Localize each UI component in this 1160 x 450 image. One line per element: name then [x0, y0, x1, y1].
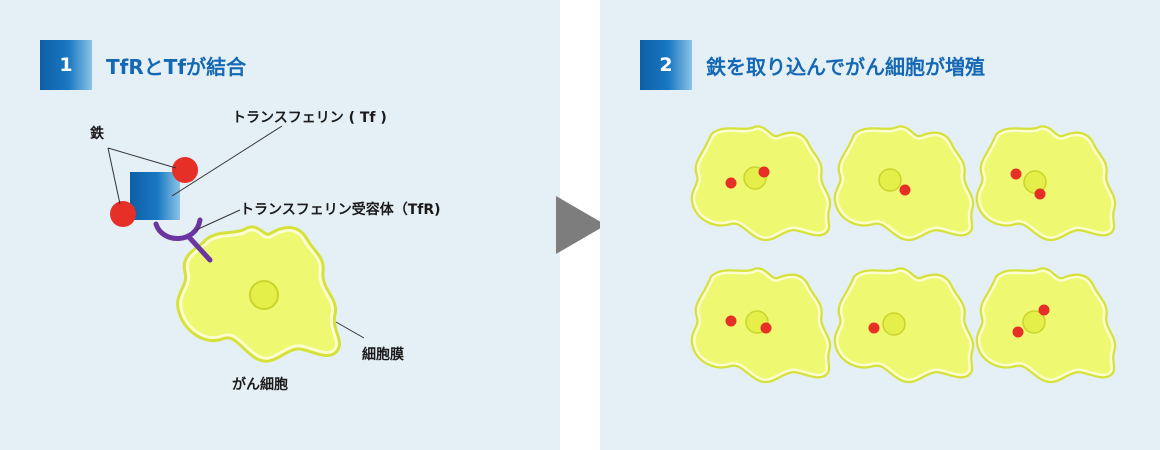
step-2-title: 鉄を取り込んでがん細胞が増殖 — [706, 54, 985, 79]
proliferation-diagram — [600, 0, 1160, 450]
proliferated-cell — [694, 129, 828, 238]
transferrin-block — [130, 172, 180, 220]
iron-label: 鉄 — [90, 125, 105, 142]
iron-dot — [1034, 188, 1046, 200]
proliferated-cell — [837, 129, 971, 238]
receptor-leader — [195, 209, 241, 231]
cancer-cell-label: がん細胞 — [232, 376, 288, 393]
proliferated-cell — [979, 271, 1113, 380]
iron-atom-lower — [110, 201, 136, 227]
step-2-badge: 2 — [640, 40, 692, 90]
iron-dot — [1038, 304, 1050, 316]
iron-leader-1 — [107, 147, 177, 169]
receptor-label: トランスフェリン受容体（TfR) — [240, 201, 441, 218]
iron-dot — [760, 322, 772, 334]
iron-dot — [1010, 168, 1022, 180]
flow-arrow-icon — [556, 196, 606, 254]
cell-nucleus — [878, 168, 902, 192]
binding-diagram: 鉄 トランスフェリン ( Tf ) トランスフェリン受容体（TfR) 細胞膜 が… — [90, 110, 441, 393]
iron-dot — [899, 184, 911, 196]
receptor-cup — [153, 217, 203, 241]
iron-dot — [868, 322, 880, 334]
step-1-header: 1 TfRとTfが結合 — [40, 40, 246, 90]
cell-body — [977, 269, 1114, 381]
proliferated-cell — [979, 129, 1113, 238]
iron-dot — [1012, 326, 1024, 338]
step-1-title: TfRとTfが結合 — [106, 54, 247, 79]
proliferated-cell — [837, 271, 971, 380]
cell-nucleus — [882, 312, 906, 336]
step-1-badge: 1 — [40, 40, 92, 90]
iron-atom-upper — [172, 157, 198, 183]
cell-nucleus — [1022, 310, 1046, 334]
transferrin-label: トランスフェリン ( Tf ) — [232, 110, 387, 126]
cell-nucleus — [249, 280, 279, 310]
membrane-leader — [335, 321, 365, 339]
iron-dot — [758, 166, 770, 178]
cell-body — [835, 127, 972, 239]
iron-leader-2 — [107, 147, 121, 205]
transferrin-leader — [171, 125, 283, 197]
receptor-stem — [185, 233, 213, 263]
step-1-panel: 1 TfRとTfが結合 鉄 トランスフェリン ( Tf ) — [0, 0, 560, 450]
membrane-label: 細胞膜 — [362, 346, 404, 363]
iron-dot — [725, 315, 737, 327]
proliferated-cell — [694, 271, 828, 380]
iron-dot — [725, 177, 737, 189]
step-2-panel: 2 鉄を取り込んでがん細胞が増殖 — [600, 0, 1160, 450]
step-2-header: 2 鉄を取り込んでがん細胞が増殖 — [640, 40, 985, 90]
